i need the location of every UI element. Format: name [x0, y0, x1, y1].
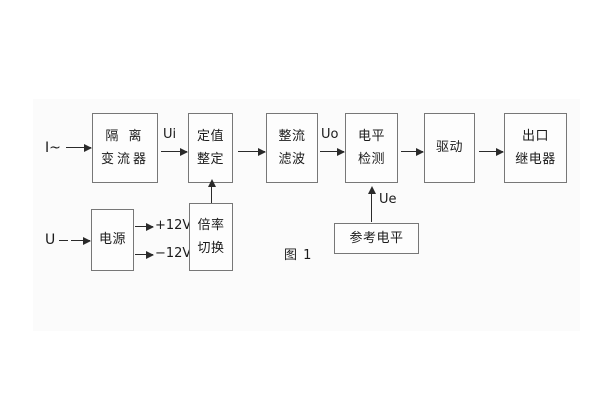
arrow-voltage-to-power-supply — [71, 236, 91, 245]
block-line: 切换 — [197, 240, 225, 256]
arrow-isolation-to-setting — [161, 147, 188, 156]
signal-label-current-input: I~ — [45, 140, 61, 156]
block-reference-level: 参考电平 — [334, 223, 419, 254]
block-line: 变流器 — [100, 151, 149, 167]
lead-voltage-input — [59, 240, 68, 241]
signal-label-ue: Ue — [379, 192, 397, 207]
signal-label-voltage-input: U — [45, 232, 56, 248]
arrow-current-to-isolation — [66, 143, 92, 152]
block-isolation-transformer: 隔 离 变流器 — [92, 113, 158, 183]
block-power-supply: 电源 — [91, 209, 134, 271]
block-setting-value: 定值 整定 — [188, 113, 233, 183]
arrow-setting-to-rectify — [238, 147, 266, 156]
arrow-rectify-to-level-detect — [320, 147, 345, 156]
block-line: 整流 — [278, 128, 306, 144]
block-line: 定值 — [196, 128, 224, 144]
arrow-level-detect-to-drive — [401, 147, 424, 156]
block-line: 驱动 — [435, 140, 463, 156]
signal-label-supply-negative: −12V — [155, 246, 192, 261]
block-line: 继电器 — [515, 151, 556, 167]
block-line: 检测 — [357, 151, 385, 167]
arrow-reference-to-level-detect — [367, 186, 376, 222]
block-line: 参考电平 — [349, 230, 404, 246]
block-line: 隔 离 — [105, 128, 145, 144]
arrow-multiplier-to-setting — [207, 179, 216, 203]
signal-label-ui: Ui — [163, 127, 177, 142]
figure-caption: 图 1 — [284, 248, 313, 263]
block-line: 倍率 — [197, 217, 225, 233]
block-line: 滤波 — [278, 151, 306, 167]
arrow-drive-to-output-relay — [479, 147, 504, 156]
block-output-relay: 出口 继电器 — [504, 113, 567, 183]
signal-label-uo: Uo — [321, 127, 339, 142]
block-rectify-filter: 整流 滤波 — [266, 113, 318, 183]
signal-label-supply-positive: +12V — [155, 218, 192, 233]
block-drive: 驱动 — [424, 113, 475, 183]
block-line: 整定 — [196, 151, 224, 167]
block-multiplier-switch: 倍率 切换 — [189, 203, 233, 271]
block-line: 电源 — [98, 232, 126, 248]
arrow-supply-positive — [135, 222, 154, 231]
block-line: 电平 — [357, 128, 385, 144]
block-line: 出口 — [521, 128, 549, 144]
arrow-supply-negative — [135, 250, 154, 259]
block-level-detect: 电平 检测 — [345, 113, 398, 183]
